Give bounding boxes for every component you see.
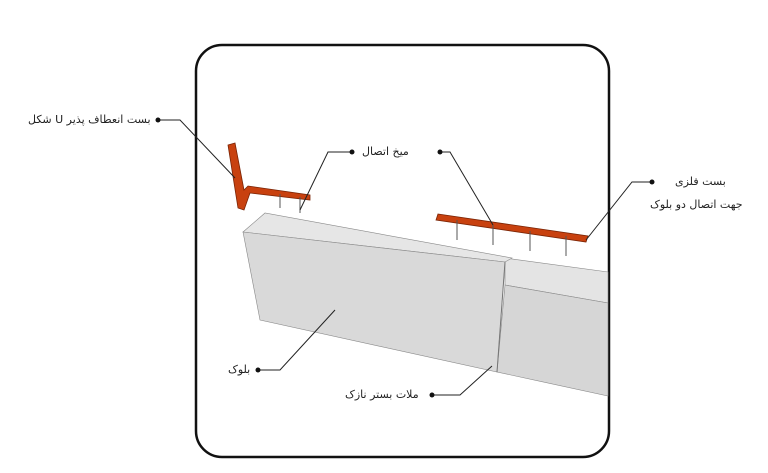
label-block: بلوک [228,363,251,376]
label-metal-clamp-1: بست فلزی [675,175,726,188]
metal-clamp [435,213,589,243]
block-left [242,212,513,373]
nails [279,194,567,256]
label-metal-clamp-2: جهت اتصال دو بلوک [650,198,743,211]
label-mortar: ملات بستر نازک [345,388,419,401]
frame [194,43,611,459]
label-u-clamp: بست انعطاف پذیر U شکل [28,113,151,126]
block-right [496,257,609,397]
leader-lines [158,119,652,396]
u-clamp [227,142,311,211]
leader-dots [155,117,655,398]
label-nail: میخ اتصال [362,145,409,158]
